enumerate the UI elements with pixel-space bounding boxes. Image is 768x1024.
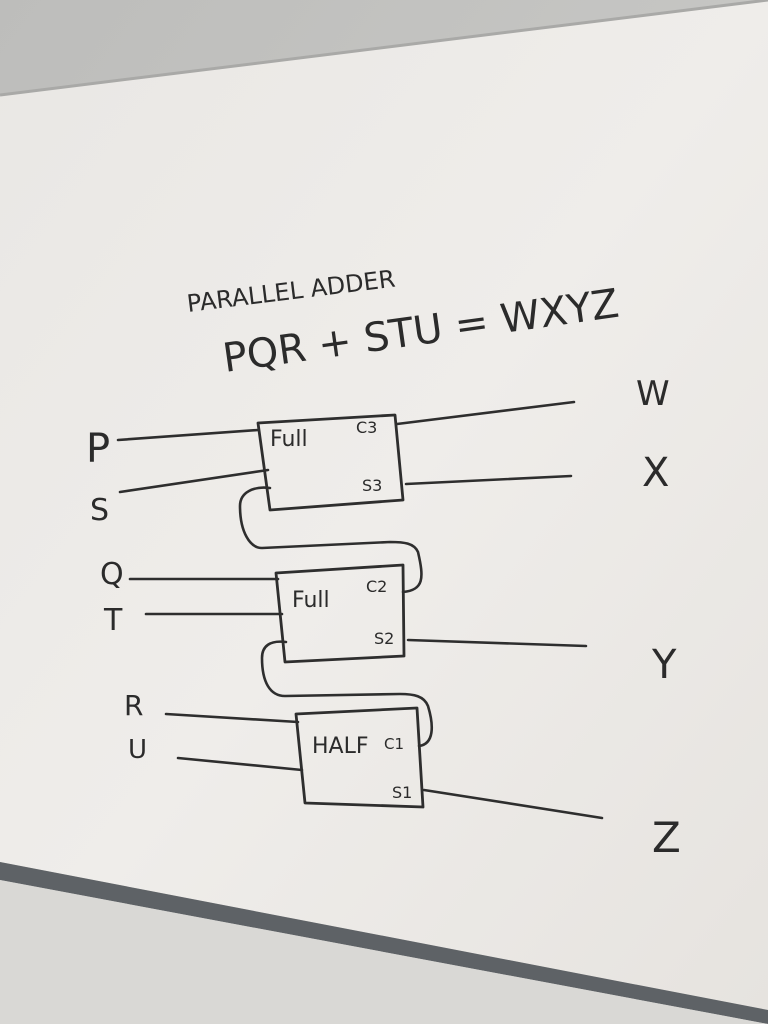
input-label-t: T xyxy=(103,603,123,638)
wire-c1-carry-chain xyxy=(260,640,434,748)
full-adder-block-1 xyxy=(256,413,405,512)
full-adder-block-2 xyxy=(274,563,406,664)
half-adder-block xyxy=(294,706,425,809)
output-label-y: Y xyxy=(651,642,677,688)
wire-p xyxy=(116,428,260,442)
full-adder-1-sum: S3 xyxy=(362,476,382,495)
full-adder-2-carry: C2 xyxy=(366,577,387,596)
wire-c2-carry-chain xyxy=(238,486,423,594)
input-label-r: R xyxy=(124,689,143,722)
wire-s2-to-y xyxy=(406,638,588,648)
half-adder-sum: S1 xyxy=(392,783,412,802)
input-label-u: U xyxy=(128,735,147,765)
output-label-z: Z xyxy=(652,813,681,862)
wire-c3-to-w xyxy=(395,400,576,426)
marker-tray-shadow xyxy=(0,880,768,1024)
wire-s1-to-z xyxy=(422,788,604,820)
whiteboard-frame-top xyxy=(0,0,768,97)
half-adder-carry: C1 xyxy=(384,735,404,753)
output-label-x: X xyxy=(642,450,669,496)
input-label-p: P xyxy=(86,426,110,472)
wire-s xyxy=(118,468,270,494)
whiteboard-frame-bottom xyxy=(0,862,768,1024)
input-label-q: Q xyxy=(100,557,124,592)
wire-u xyxy=(176,756,304,772)
half-adder-label: HALF xyxy=(312,734,369,759)
full-adder-2-label: Full xyxy=(292,588,330,613)
full-adder-1-label: Full xyxy=(270,427,308,452)
input-label-s: S xyxy=(90,493,109,528)
wire-s3-to-x xyxy=(404,474,573,486)
full-adder-2-sum: S2 xyxy=(374,629,394,648)
output-label-w: W xyxy=(636,374,670,414)
full-adder-1-carry: C3 xyxy=(356,418,377,437)
wire-r xyxy=(164,712,300,724)
